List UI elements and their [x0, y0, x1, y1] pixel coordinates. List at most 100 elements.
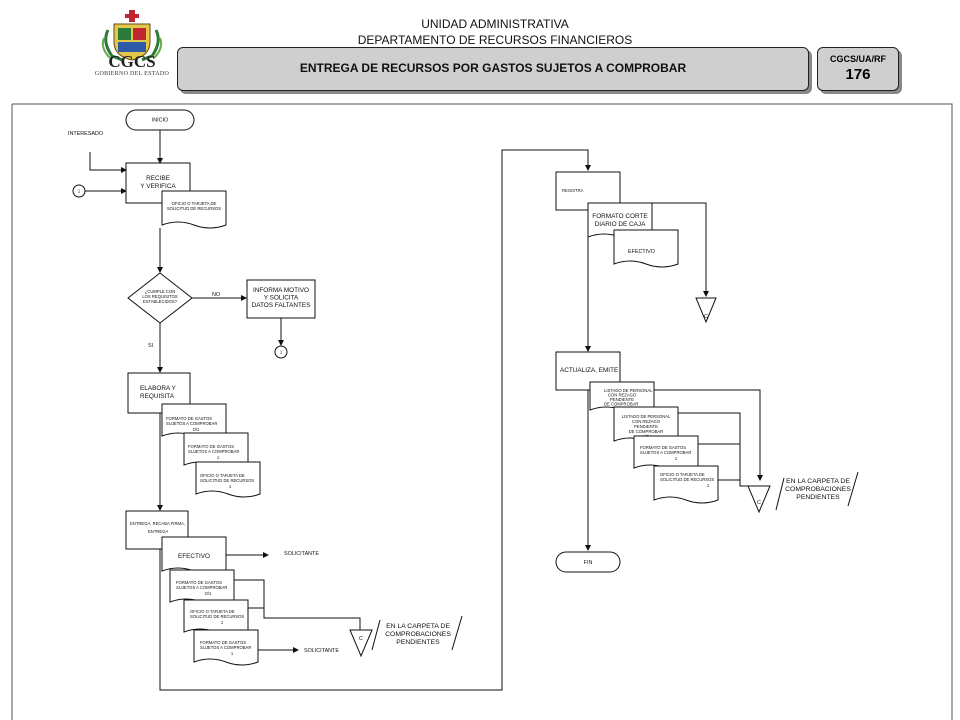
svg-text:DIARIO DE CAJA: DIARIO DE CAJA — [595, 221, 647, 228]
svg-text:INFORMA MOTIVO: INFORMA MOTIVO — [253, 287, 309, 294]
procedure-code-label: CGCS/UA/RF — [830, 54, 886, 64]
svg-text:DE COMPROBAR: DE COMPROBAR — [604, 402, 638, 407]
svg-text:Y SOLICITA: Y SOLICITA — [264, 295, 299, 302]
document-format-d: FORMATO DE GASTOS SUJETOS A COMPROBAR 1 — [193, 629, 259, 666]
svg-text:EFECTIVO: EFECTIVO — [178, 553, 210, 560]
administrative-unit-label: UNIDAD ADMINISTRATIVA — [421, 17, 569, 31]
svg-text:Y VERIFICA: Y VERIFICA — [140, 183, 176, 190]
svg-text:FORMATO DE GASTOS: FORMATO DE GASTOS — [188, 444, 234, 449]
folder-note-left: EN LA CARPETA DE COMPROBACIONES PENDIENT… — [371, 615, 463, 651]
svg-text:SUJETOS A COMPROBAR: SUJETOS A COMPROBAR — [640, 450, 691, 455]
end-terminator: FIN — [555, 551, 621, 573]
department-label: DEPARTAMENTO DE RECURSOS FINANCIEROS — [357, 33, 633, 47]
archive-c-right-bottom: C — [747, 485, 771, 514]
svg-text:1: 1 — [78, 189, 81, 194]
svg-text:FORMATO CORTE: FORMATO CORTE — [592, 213, 647, 220]
procedure-title: ENTREGA DE RECURSOS POR GASTOS SUJETOS A… — [299, 61, 687, 75]
svg-text:SUJETOS A COMPROBAR: SUJETOS A COMPROBAR — [188, 449, 239, 454]
svg-text:PENDIENTE: PENDIENTE — [610, 397, 634, 402]
svg-text:C: C — [704, 314, 708, 320]
svg-text:SOLICITUD DE RECURSOS: SOLICITUD DE RECURSOS — [200, 478, 254, 483]
svg-text:LOS REQUISITOS: LOS REQUISITOS — [142, 294, 178, 299]
procedure-code-number: 176 — [845, 66, 871, 83]
svg-text:CON REZAGO: CON REZAGO — [608, 393, 637, 398]
document-request-2: OFICIO O TARJETA DE SOLICITUD DE RECURSO… — [195, 461, 261, 498]
svg-text:1: 1 — [231, 651, 234, 656]
svg-text:EN LA CARPETA DE: EN LA CARPETA DE — [786, 478, 850, 485]
svg-text:CON REZAGO: CON REZAGO — [632, 419, 661, 424]
svg-text:O/1: O/1 — [193, 427, 200, 432]
svg-text:REQUISITA: REQUISITA — [140, 393, 175, 400]
svg-text:SOLICITUD DE RECURSOS: SOLICITUD DE RECURSOS — [167, 206, 221, 211]
svg-text:FORMATO DE GASTOS: FORMATO DE GASTOS — [200, 640, 246, 645]
cash-document-2: EFECTIVO — [613, 229, 679, 268]
svg-text:SUJETOS A COMPROBAR: SUJETOS A COMPROBAR — [200, 645, 251, 650]
svg-text:1: 1 — [229, 484, 232, 489]
svg-text:PENDIENTES: PENDIENTES — [396, 639, 440, 646]
svg-text:FORMATO DE GASTOS: FORMATO DE GASTOS — [640, 445, 686, 450]
document-request-1: OFICIO O TARJETA DE SOLICITUD DE RECURSO… — [161, 190, 227, 229]
svg-text:OFICIO O TARJETA DE: OFICIO O TARJETA DE — [190, 609, 235, 614]
svg-text:1: 1 — [221, 620, 224, 625]
svg-text:FORMATO DE GASTOS: FORMATO DE GASTOS — [166, 416, 212, 421]
coat-of-arms-logo — [101, 10, 163, 62]
svg-text:ENTREGA, RECABA FIRMA,: ENTREGA, RECABA FIRMA, — [130, 521, 185, 526]
svg-text:COMPROBACIONES: COMPROBACIONES — [385, 631, 451, 638]
svg-text:INICIO: INICIO — [152, 118, 168, 124]
svg-text:EFECTIVO: EFECTIVO — [628, 249, 655, 255]
requirements-decision: ¿CUMPLE CON LOS REQUISITOS ESTABLECIDOS? — [127, 272, 193, 324]
svg-text:1: 1 — [675, 456, 678, 461]
svg-text:OFICIO O TARJETA DE: OFICIO O TARJETA DE — [200, 473, 245, 478]
svg-text:OFICIO O TARJETA DE: OFICIO O TARJETA DE — [660, 472, 705, 477]
svg-text:1: 1 — [280, 350, 283, 355]
document-format-e: FORMATO DE GASTOS SUJETOS A COMPROBAR 1 — [633, 435, 699, 472]
pending-list-a: LISTADO DE PERSONAL CON REZAGO PENDIENTE… — [589, 381, 655, 414]
svg-text:ELABORA Y: ELABORA Y — [140, 385, 176, 392]
svg-text:PENDIENTE: PENDIENTE — [634, 424, 658, 429]
connector-line-to-right-column — [159, 149, 591, 691]
folder-note-right: EN LA CARPETA DE COMPROBACIONES PENDIENT… — [775, 471, 859, 511]
svg-text:ENTREGA: ENTREGA — [148, 529, 168, 534]
svg-text:1: 1 — [707, 483, 710, 488]
svg-text:ESTABLECIDOS?: ESTABLECIDOS? — [143, 299, 178, 304]
archive-c-left: C — [349, 629, 373, 658]
connector-1-out: 1 — [274, 345, 288, 359]
svg-text:SOLICITUD DE RECURSOS: SOLICITUD DE RECURSOS — [660, 477, 714, 482]
svg-text:C: C — [757, 500, 761, 506]
svg-text:¿CUMPLE CON: ¿CUMPLE CON — [145, 289, 175, 294]
receive-verify-process: RECIBE Y VERIFICA — [125, 162, 191, 204]
input-arrow — [89, 152, 127, 173]
actor-label: INTERESADO — [68, 131, 103, 137]
requester-label-2: SOLICITANTE — [304, 648, 339, 654]
title-banner: ENTREGA DE RECURSOS POR GASTOS SUJETOS A… — [177, 47, 809, 91]
inform-missing-data-process: INFORMA MOTIVO Y SOLICITA DATOS FALTANTE… — [246, 279, 316, 319]
logo-acronym: CGCS — [108, 52, 156, 71]
svg-text:ACTUALIZA, EMITE: ACTUALIZA, EMITE — [560, 367, 618, 374]
cash-document-1: EFECTIVO — [161, 536, 227, 575]
requester-label-1: SOLICITANTE — [284, 551, 319, 557]
svg-text:SUJETOS A COMPROBAR: SUJETOS A COMPROBAR — [176, 585, 227, 590]
logo-subtitle: GOBIERNO DEL ESTADO — [94, 71, 170, 77]
svg-text:RECIBE: RECIBE — [146, 175, 170, 182]
svg-text:COMPROBACIONES: COMPROBACIONES — [785, 486, 851, 493]
svg-text:DE COMPROBAR: DE COMPROBAR — [629, 429, 663, 434]
svg-text:O/1: O/1 — [205, 591, 212, 596]
svg-text:OFICIO O TARJETA DE: OFICIO O TARJETA DE — [172, 201, 217, 206]
no-branch-label: NO — [212, 292, 220, 298]
svg-text:PENDIENTES: PENDIENTES — [796, 494, 840, 501]
svg-text:REGISTRA: REGISTRA — [562, 188, 584, 193]
archive-c-right-top: C — [695, 297, 717, 324]
start-terminator: INICIO — [125, 109, 195, 131]
diagram-frame — [11, 103, 953, 720]
svg-text:LISTADO DE PERSONAL: LISTADO DE PERSONAL — [622, 414, 671, 419]
svg-text:1: 1 — [217, 455, 220, 460]
document-request-4: OFICIO O TARJETA DE SOLICITUD DE RECURSO… — [653, 465, 719, 504]
svg-text:SUJETOS A COMPROBAR: SUJETOS A COMPROBAR — [166, 421, 217, 426]
svg-text:FORMATO DE GASTOS: FORMATO DE GASTOS — [176, 580, 222, 585]
svg-text:FIN: FIN — [584, 560, 593, 566]
svg-text:C: C — [359, 636, 363, 642]
svg-text:EN LA CARPETA DE: EN LA CARPETA DE — [386, 623, 450, 630]
svg-text:SOLICITUD DE RECURSOS: SOLICITUD DE RECURSOS — [190, 614, 244, 619]
